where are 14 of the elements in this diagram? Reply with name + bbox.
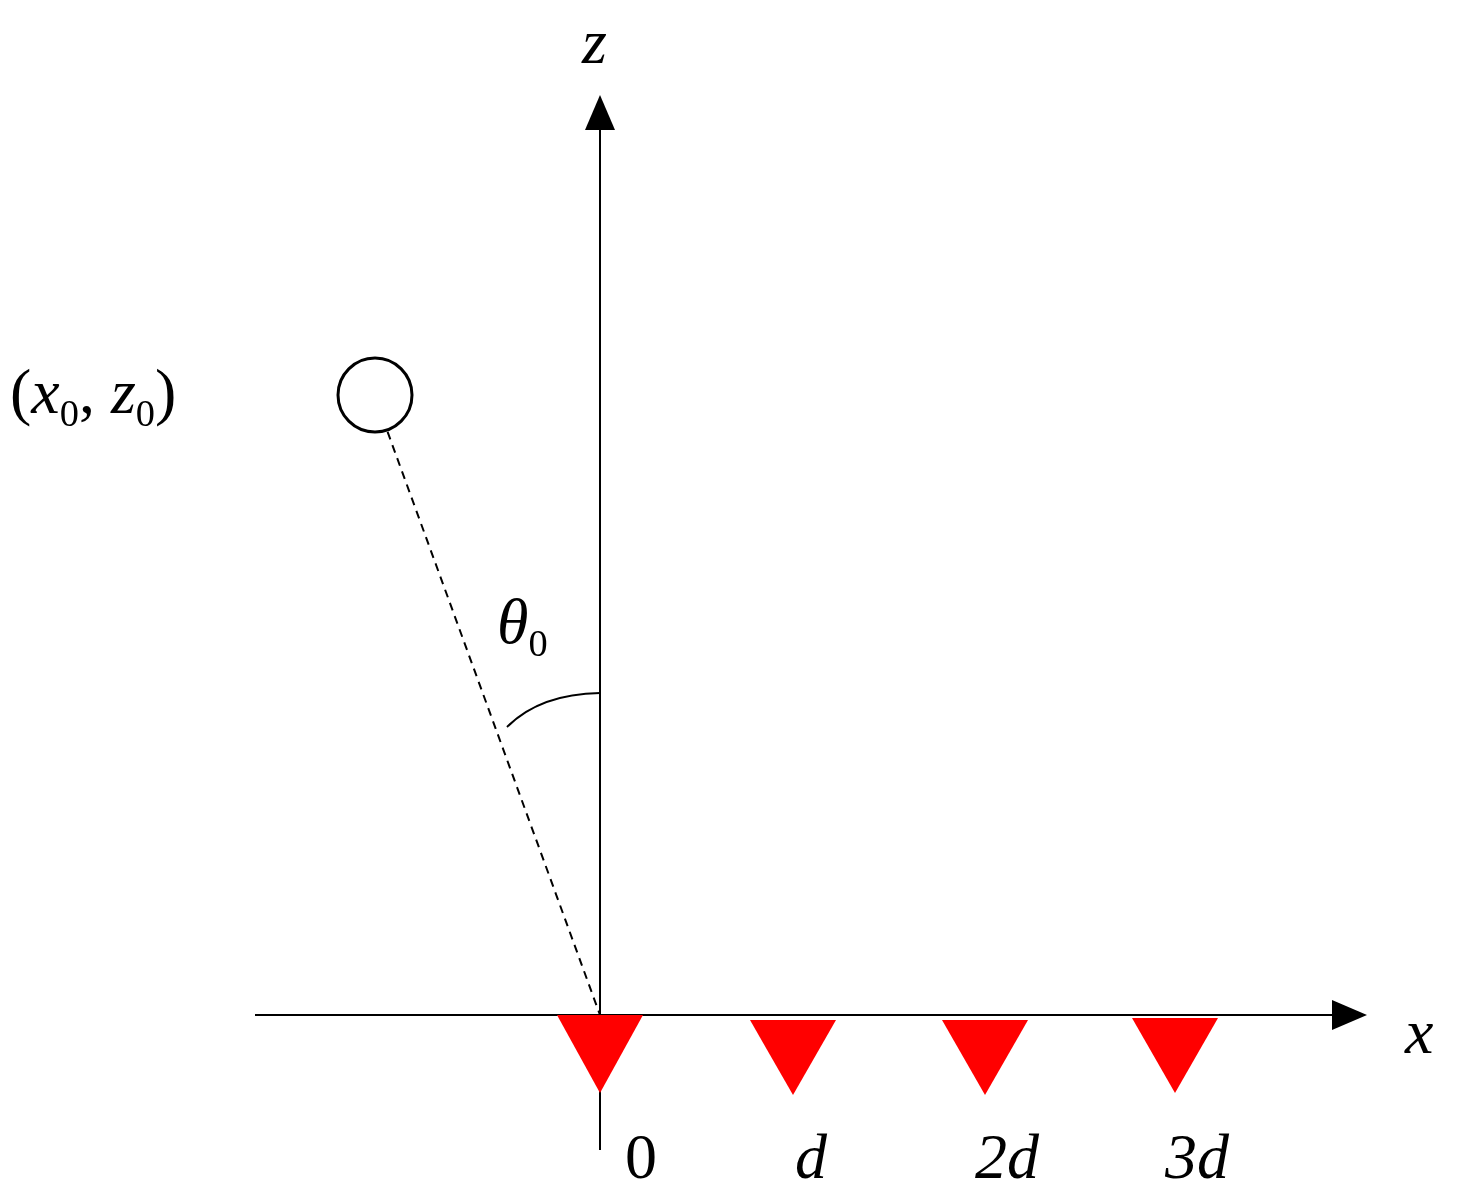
receiver-triangle [1132,1018,1218,1093]
coordinate-label: (x$_{0}$, z$_{0}$) [10,360,177,433]
tick-label: 2d [975,1125,1039,1189]
receiver-triangle [942,1020,1028,1095]
tick-label: d [795,1125,827,1189]
dashed-line [386,430,601,1016]
tick-label: 3d [1165,1125,1229,1189]
angle-label: θ$_{0}$ [497,590,548,663]
axis-label: z [582,10,607,74]
receiver-triangle [750,1020,836,1095]
axis-label: x [1405,1000,1434,1064]
receiver-triangle [557,1015,643,1093]
tick-label: 0 [625,1125,657,1189]
source-circle [336,356,414,434]
